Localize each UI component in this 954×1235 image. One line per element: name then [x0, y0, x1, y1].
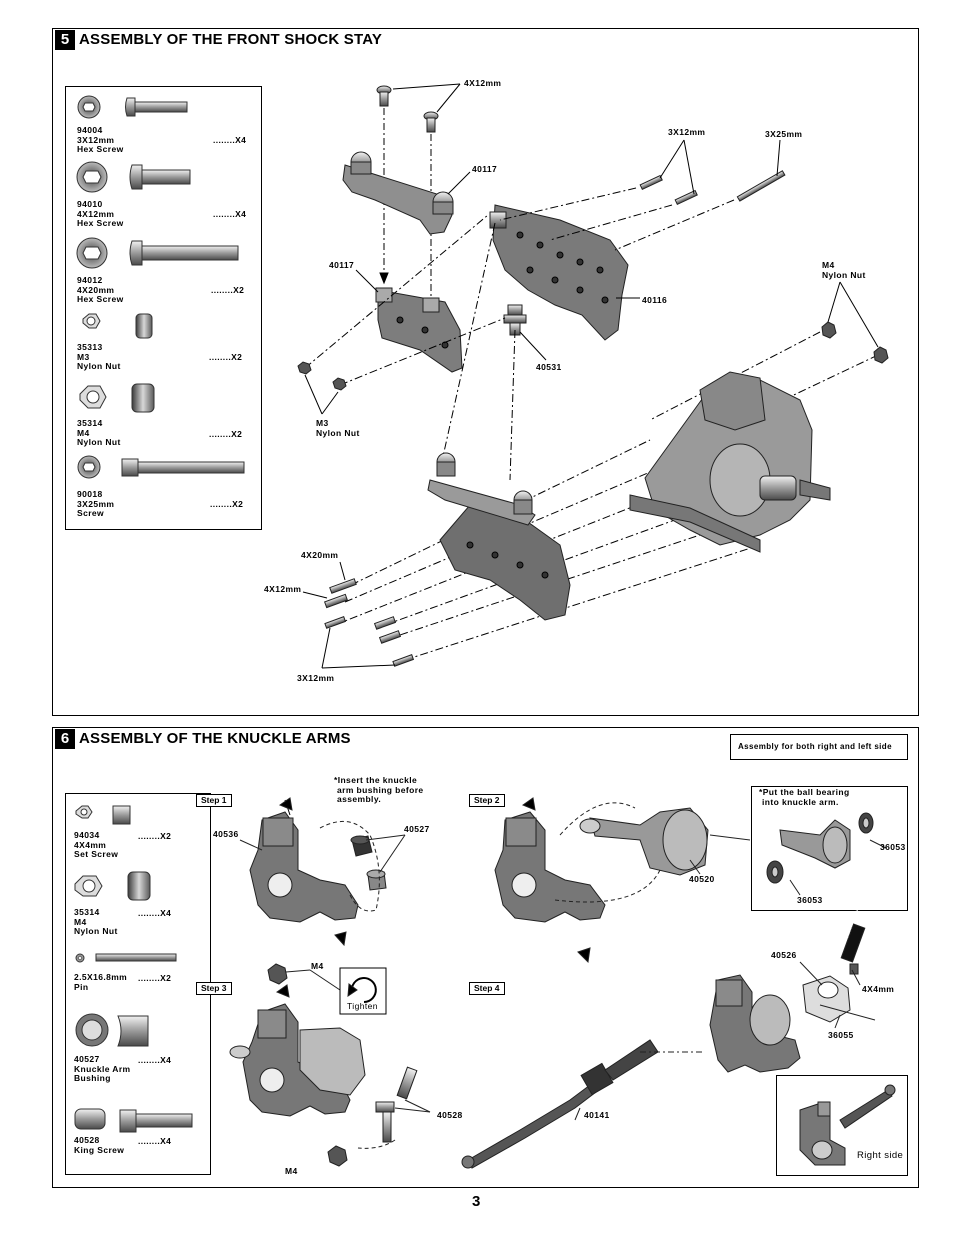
part-40527-qty: ........X4: [138, 1055, 172, 1065]
label-bottom-4x20: 4X20mm: [301, 550, 339, 560]
screw-lower-icons: [323, 578, 415, 667]
part-pin-qty: ........X2: [138, 973, 172, 983]
step-4-tag: Step 4: [469, 982, 505, 995]
step-2-tag: Step 2: [469, 794, 505, 807]
section-6-number: 6: [55, 729, 75, 749]
label-36053-b: 36053: [797, 895, 823, 905]
label-40526: 40526: [771, 950, 797, 960]
shock-mount-block-40117: [375, 287, 463, 373]
label-40117-left: 40117: [329, 260, 355, 270]
section-5-title: ASSEMBLY OF THE FRONT SHOCK STAY: [79, 31, 383, 48]
section-6-frame: [52, 727, 919, 1188]
m4-nylon-nut-icon: [821, 321, 889, 364]
note-box-both-sides: Assembly for both right and left side: [730, 734, 908, 760]
label-top-4x12: 4X12mm: [464, 78, 502, 88]
knuckle-arm-40520: [579, 807, 709, 876]
page-number: 3: [472, 1193, 481, 1210]
part-90018-qty: ........X2: [210, 499, 244, 509]
driveshaft-40141: [461, 1039, 659, 1169]
part-94012-qty: ........X2: [211, 285, 245, 295]
right-side-label: Right side: [857, 1150, 904, 1161]
knuckle-step3: [229, 1003, 366, 1117]
label-40141: 40141: [584, 1110, 610, 1120]
label-bottom-4x12: 4X12mm: [264, 584, 302, 594]
screw-3x25-icon: [736, 170, 786, 202]
front-gearbox: [629, 371, 831, 553]
label-40528: 40528: [437, 1110, 463, 1120]
step-3-tag: Step 3: [196, 982, 232, 995]
screw-4x12-icon: [376, 85, 439, 133]
right-side-assembly-inset: [799, 1084, 896, 1166]
part-94004-qty: ........X4: [213, 135, 247, 145]
nylon-nut-m4-icon: [267, 963, 348, 1167]
screw-3x12-icon: [639, 174, 698, 206]
label-m4-bottom: M4: [285, 1166, 298, 1176]
insert-note: *Insert the knuckle arm bushing before a…: [334, 775, 424, 804]
part-40528-qty: ........X4: [138, 1136, 172, 1146]
bearing-note: *Put the ball bearing into knuckle arm.: [759, 787, 850, 807]
label-40531: 40531: [536, 362, 562, 372]
part-94010-qty: ........X4: [213, 209, 247, 219]
label-4x4mm: 4X4mm: [862, 984, 895, 994]
label-40116: 40116: [642, 295, 668, 305]
label-36053-a: 36053: [880, 842, 906, 852]
king-screw-40528-icon: [375, 1066, 418, 1143]
label-top-3x25: 3X25mm: [765, 129, 803, 139]
label-40520: 40520: [689, 874, 715, 884]
label-36055: 36055: [828, 1030, 854, 1040]
tighten-label: Tighten: [347, 1001, 378, 1011]
label-top-3x12: 3X12mm: [668, 127, 706, 137]
section-5-frame: [52, 28, 919, 716]
part-35313-qty: ........X2: [209, 352, 243, 362]
section-5-parts-list: [65, 86, 262, 530]
part-35314b-qty: ........X4: [138, 908, 172, 918]
part-35314-qty: ........X2: [209, 429, 243, 439]
part-94034-qty: ........X2: [138, 831, 172, 841]
ball-bearing-inset: [766, 812, 874, 884]
shock-tower-plate-40116: [489, 204, 629, 341]
assembled-shock-stay: [427, 452, 571, 621]
label-m4-top: M4: [311, 961, 324, 971]
shock-mount-arm-40117: [342, 151, 454, 235]
label-bottom-3x12: 3X12mm: [297, 673, 335, 683]
knuckle-step2: [494, 811, 606, 923]
section-5-number: 5: [55, 30, 75, 50]
wheel-hub-40526: [802, 923, 866, 1023]
m3-nylon-nut-icon: [297, 361, 347, 391]
knuckle-bushing-icon: [350, 835, 387, 891]
label-40536: 40536: [213, 829, 239, 839]
label-40117-top: 40117: [472, 164, 498, 174]
knuckle-40536: [249, 811, 359, 923]
bearing-inset-box: [751, 786, 908, 911]
step-1-tag: Step 1: [196, 794, 232, 807]
knuckle-step4: [709, 974, 801, 1073]
section-6-title: ASSEMBLY OF THE KNUCKLE ARMS: [79, 730, 351, 747]
label-40527: 40527: [404, 824, 430, 834]
